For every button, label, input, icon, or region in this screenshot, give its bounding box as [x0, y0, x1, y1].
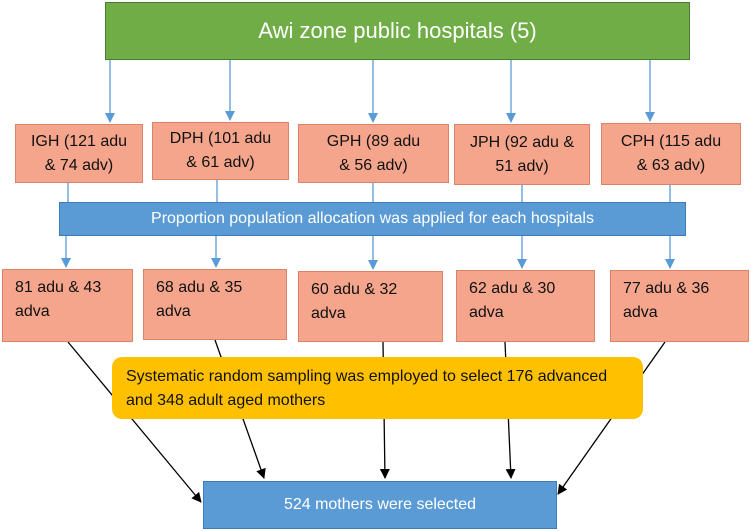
allocation-label-5: 77 adu & 36 adva [623, 280, 710, 321]
allocation-box-1: 81 adu & 43 adva [2, 269, 133, 342]
awi-zone-hospitals-box: Awi zone public hospitals (5) [105, 2, 690, 60]
hospital-label-dph: DPH (101 adu & 61 adv) [169, 130, 272, 171]
allocation-label-3: 60 adu & 32 adva [311, 281, 398, 322]
final-selection-box: 524 mothers were selected [203, 481, 557, 529]
systematic-sampling-box: Systematic random sampling was employed … [112, 357, 643, 419]
hospital-box-gph: GPH (89 adu & 56 adv) [298, 124, 449, 183]
hospital-label-gph: GPH (89 adu & 56 adv) [326, 132, 421, 174]
hospital-box-cph: CPH (115 adu & 63 adv) [601, 123, 741, 185]
hospital-label-igh: IGH (121 adu & 74 adv) [30, 132, 128, 174]
systematic-sampling-label: Systematic random sampling was employed … [126, 368, 608, 409]
final-selection-label: 524 mothers were selected [283, 496, 477, 513]
arrow-alloc-1-to-final [67, 341, 202, 503]
proportion-allocation-label: Proportion population allocation was app… [151, 210, 594, 227]
allocation-label-4: 62 adu & 30 adva [469, 280, 556, 321]
hospital-box-jph: JPH (92 adu & 51 adv) [454, 124, 590, 185]
allocation-box-4: 62 adu & 30 adva [456, 270, 595, 342]
allocation-box-5: 77 adu & 36 adva [610, 270, 749, 342]
hospital-label-jph: JPH (92 adu & 51 adv) [469, 133, 575, 175]
allocation-box-2: 68 adu & 35 adva [143, 269, 287, 340]
hospital-label-cph: CPH (115 adu & 63 adv) [620, 133, 722, 174]
proportion-allocation-band: Proportion population allocation was app… [59, 202, 686, 236]
hospital-box-igh: IGH (121 adu & 74 adv) [15, 124, 143, 183]
hospital-box-dph: DPH (101 adu & 61 adv) [152, 122, 289, 180]
allocation-box-3: 60 adu & 32 adva [298, 271, 443, 342]
allocation-label-1: 81 adu & 43 adva [15, 279, 102, 320]
allocation-label-2: 68 adu & 35 adva [156, 279, 243, 320]
awi-zone-hospitals-label: Awi zone public hospitals (5) [258, 18, 537, 43]
